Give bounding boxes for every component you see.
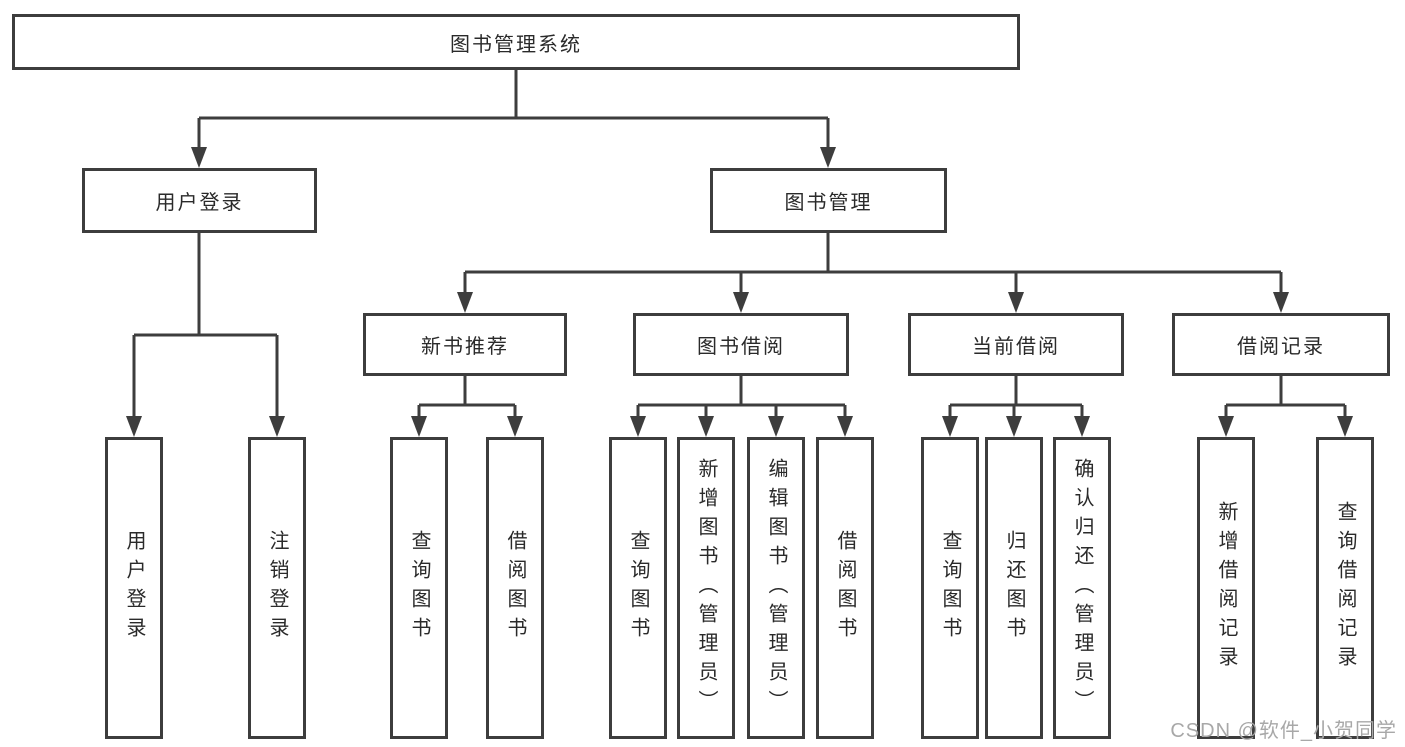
leaf-user-login: 用户登录	[105, 437, 163, 739]
leaf-query-books-recommend: 查询图书	[390, 437, 448, 739]
node-user-login: 用户登录	[82, 168, 317, 233]
node-current-borrow: 当前借阅	[908, 313, 1124, 376]
leaf-add-book-admin: 新增图书（管理员）	[677, 437, 735, 739]
leaf-query-books-current: 查询图书	[921, 437, 979, 739]
node-new-book-recommend: 新书推荐	[363, 313, 567, 376]
node-root: 图书管理系统	[12, 14, 1020, 70]
csdn-watermark: CSDN @软件_小贺同学	[1170, 720, 1397, 742]
leaf-query-books-borrow: 查询图书	[609, 437, 667, 739]
node-book-management: 图书管理	[710, 168, 947, 233]
leaf-borrow-books-recommend: 借阅图书	[486, 437, 544, 739]
leaf-add-borrow-record: 新增借阅记录	[1197, 437, 1255, 739]
leaf-return-book: 归还图书	[985, 437, 1043, 739]
node-book-borrow: 图书借阅	[633, 313, 849, 376]
leaf-logout: 注销登录	[248, 437, 306, 739]
leaf-confirm-return-admin: 确认归还（管理员）	[1053, 437, 1111, 739]
leaf-borrow-books: 借阅图书	[816, 437, 874, 739]
node-borrow-records: 借阅记录	[1172, 313, 1390, 376]
leaf-edit-book-admin: 编辑图书（管理员）	[747, 437, 805, 739]
leaf-query-borrow-record: 查询借阅记录	[1316, 437, 1374, 739]
